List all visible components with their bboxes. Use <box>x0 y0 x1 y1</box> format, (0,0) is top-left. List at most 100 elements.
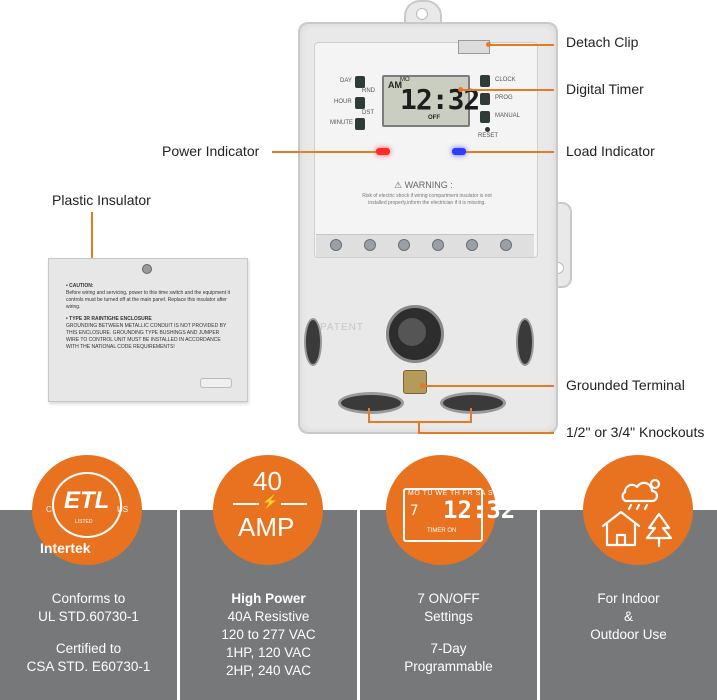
knockouts-label: 1/2" or 3/4" Knockouts <box>566 424 705 440</box>
amp-feature-text: High Power 40A Resistive 120 to 277 VAC … <box>180 590 357 680</box>
feature-divider <box>537 510 540 700</box>
outdoor-line: For Indoor <box>597 591 660 606</box>
outdoor-line: & <box>623 609 633 624</box>
terminal-screw <box>466 239 478 251</box>
etl-line: UL STD.60730-1 <box>38 609 139 624</box>
amp-divider-line <box>233 503 259 505</box>
insulator-pull-tab <box>200 378 232 388</box>
hour-button-label: HOUR <box>334 99 352 105</box>
mini-lcd-icon <box>403 488 483 542</box>
minute-button <box>355 118 365 130</box>
amp-line: 1HP, 120 VAC <box>225 645 312 660</box>
etl-line: Certified to <box>55 641 122 656</box>
dst-label: DST <box>362 110 374 116</box>
callout-line <box>272 151 376 153</box>
etl-c-mark: C <box>46 505 52 514</box>
amp-badge <box>213 455 323 565</box>
terminal-screw <box>500 239 512 251</box>
grounded-terminal-label: Grounded Terminal <box>566 377 685 393</box>
amp-heading: High Power <box>231 591 306 606</box>
sun-icon <box>649 478 661 490</box>
tree-icon <box>645 512 673 548</box>
outdoor-feature-text: For Indoor & Outdoor Use <box>540 590 717 644</box>
etl-line: Conforms to <box>51 591 126 606</box>
callout-line <box>470 408 472 422</box>
side-knockout-right <box>516 318 534 366</box>
side-knockout-left <box>304 318 322 366</box>
amp-unit: AMP <box>238 512 295 542</box>
enclosure-body: GROUNDING BETWEEN METALLIC CONDUIT IS NO… <box>66 323 227 350</box>
mini-lcd-time: 12:32 <box>443 496 516 524</box>
mini-lcd-seven: 7 <box>410 503 419 519</box>
terminal-screw <box>330 239 342 251</box>
outdoor-badge <box>583 455 693 565</box>
minute-button-label: MINUTE <box>330 120 353 126</box>
callout-line <box>422 385 554 387</box>
callout-line <box>368 421 472 423</box>
indoor-outdoor-icon <box>601 478 673 548</box>
amp-divider-line <box>281 503 307 505</box>
day-button-label: DAY <box>340 78 352 84</box>
bottom-knockout-right <box>440 392 506 414</box>
cloud-icon <box>621 481 659 503</box>
caution-title: CAUTION: <box>69 283 94 289</box>
rain-icon <box>627 503 649 511</box>
rnd-label: RND <box>362 88 375 94</box>
program-feature-text: 7 ON/OFF Settings 7-Day Programmable <box>360 590 537 676</box>
callout-line <box>418 432 554 434</box>
power-indicator-led <box>376 148 390 155</box>
lcd-display <box>382 75 470 127</box>
patent-mark: PATENT <box>320 322 364 333</box>
amp-value: 40 <box>253 466 282 496</box>
caution-body: Before wiring and servicing, power to th… <box>66 290 230 310</box>
terminal-screw <box>398 239 410 251</box>
program-line: 7-Day <box>430 641 467 656</box>
day-button <box>355 76 365 88</box>
etl-listed: LISTED <box>75 519 93 525</box>
clock-button-label: CLOCK <box>495 77 516 83</box>
amp-line: 2HP, 240 VAC <box>225 663 312 678</box>
lcd-am-indicator: AM <box>388 80 402 90</box>
feature-divider <box>177 510 180 700</box>
callout-line <box>91 212 93 258</box>
mini-lcd-timer-on: TIMER ON <box>427 528 457 534</box>
callout-line <box>488 44 554 46</box>
etl-logo-ring <box>52 472 122 538</box>
program-line: Settings <box>424 609 473 624</box>
etl-feature-text: Conforms to UL STD.60730-1 Certified to … <box>0 590 177 676</box>
load-indicator-label: Load Indicator <box>566 143 655 159</box>
etl-us-mark: US <box>117 505 129 514</box>
insulator-screw <box>142 264 152 274</box>
program-line: Programmable <box>404 659 493 674</box>
hour-button <box>355 97 365 109</box>
enclosure-title: TYPE 3R RAINTIGHE ENCLOSURE <box>69 316 152 322</box>
bolt-icon: ⚡ <box>262 494 279 509</box>
feature-divider <box>357 510 360 700</box>
callout-line <box>418 421 420 433</box>
insulator-text: • CAUTION: Before wiring and servicing, … <box>66 283 232 351</box>
manual-button-label: MANUAL <box>495 113 521 119</box>
warning-body: Risk of electric shock if wiring compart… <box>362 193 492 206</box>
detach-clip <box>458 40 490 54</box>
manual-button <box>480 111 490 123</box>
etl-line: CSA STD. E60730-1 <box>26 659 151 674</box>
intertek-brand: Intertek <box>40 540 91 556</box>
reset-label: RESET <box>478 133 499 139</box>
plastic-insulator-label: Plastic Insulator <box>52 192 151 208</box>
load-indicator-led <box>452 148 466 155</box>
digital-timer-label: Digital Timer <box>566 81 644 97</box>
callout-line <box>368 408 370 422</box>
terminal-screw <box>432 239 444 251</box>
bottom-knockout-left <box>338 392 404 414</box>
rear-knockout-center <box>398 318 426 346</box>
program-line: 7 ON/OFF <box>417 591 480 606</box>
prog-button <box>480 93 490 105</box>
mini-lcd-days: MO TU WE TH FR SA SU <box>408 490 499 497</box>
reset-button <box>485 127 490 132</box>
lcd-day-indicator: MO <box>400 77 410 83</box>
callout-line <box>460 89 554 91</box>
clock-button <box>480 75 490 87</box>
etl-logo-text: ETL <box>64 487 110 514</box>
house-icon <box>601 510 641 547</box>
hanging-hole <box>416 8 428 20</box>
